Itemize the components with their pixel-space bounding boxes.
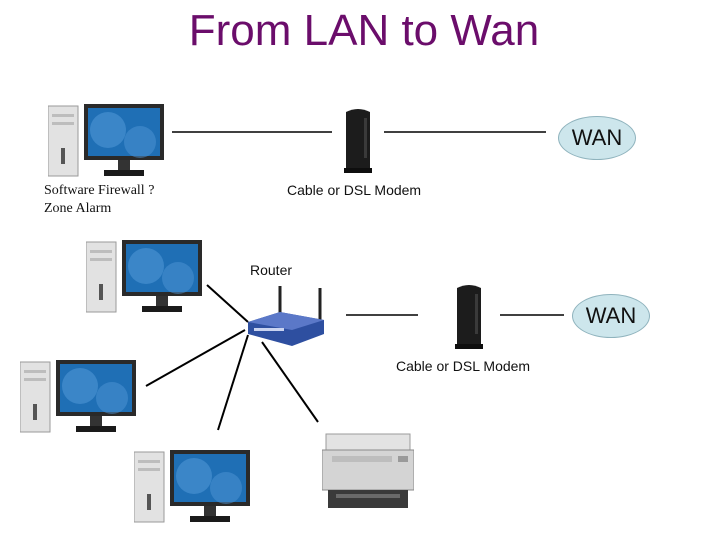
desktop-computer-icon [20, 360, 136, 433]
desktop-computer-icon [48, 104, 164, 177]
desktop-computer-icon [86, 240, 202, 313]
wan-node-top: WAN [558, 116, 636, 160]
line-router-to-pc3 [145, 329, 246, 387]
modem-label-top: Cable or DSL Modem [287, 182, 422, 198]
line-router-to-printer [261, 341, 319, 423]
desktop-computer-icon [134, 450, 250, 523]
router-label: Router [250, 262, 293, 278]
line-router-to-pc2 [206, 284, 249, 323]
modem-icon [455, 285, 483, 349]
wan-label: WAN [571, 125, 623, 150]
printer-icon [322, 433, 414, 508]
firewall-label-line1: Software Firewall ? [44, 183, 155, 198]
line-router-to-pc4 [217, 334, 249, 431]
router-icon [248, 286, 324, 346]
wan-label: WAN [585, 303, 637, 328]
firewall-label: Software Firewall ? Zone Alarm [44, 182, 154, 218]
wan-node-bottom: WAN [572, 294, 650, 338]
modem-icon [344, 109, 372, 173]
firewall-label-line2: Zone Alarm [44, 201, 112, 216]
modem-label-bottom: Cable or DSL Modem [396, 358, 531, 374]
page-title: From LAN to Wan [188, 6, 540, 55]
